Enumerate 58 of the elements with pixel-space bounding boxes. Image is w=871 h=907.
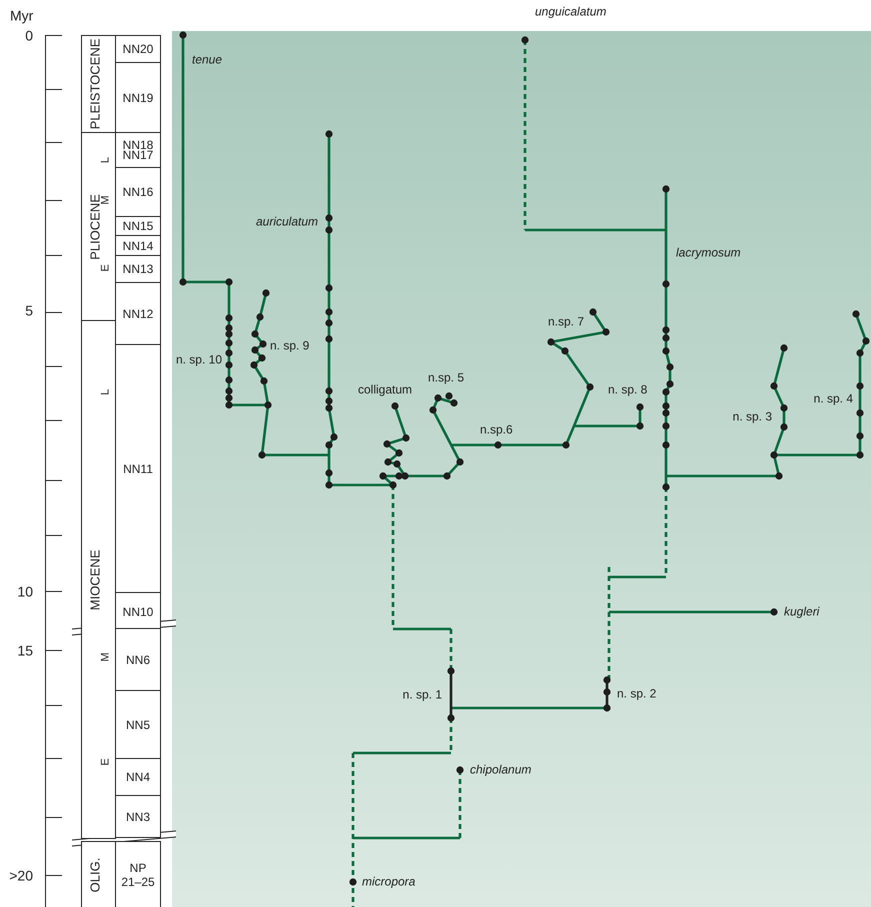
- species-name: kugleri: [784, 606, 820, 618]
- zone-name: NN18: [122, 140, 154, 150]
- epoch-name: MIOCENE: [88, 549, 102, 610]
- zone-cell: [115, 592, 161, 631]
- zone-cell: [115, 795, 161, 838]
- species-name: n. sp. 8: [608, 384, 648, 396]
- species-name: tenue: [192, 54, 222, 66]
- species-name: n. sp. 3: [732, 410, 772, 424]
- zone-name: NN10: [122, 606, 154, 616]
- epoch-name: PLEISTOCENE: [88, 38, 102, 130]
- axis-label: 0: [25, 30, 33, 42]
- zone-name: NN19: [122, 90, 154, 104]
- zone-name: NN5: [124, 718, 151, 732]
- axis-label: 10: [17, 586, 33, 598]
- species-name: n. sp. 4: [814, 392, 853, 406]
- species-name: n.sp. 5: [428, 372, 464, 384]
- species-name: lacrymosum: [676, 246, 741, 260]
- axis-label: Myr: [10, 10, 34, 22]
- zone-name: NN20: [122, 44, 154, 54]
- axis-label: >20: [9, 870, 33, 882]
- zone-cell: [115, 35, 161, 63]
- epoch-name: OLIG.: [88, 857, 102, 892]
- epoch-cell: [81, 35, 116, 133]
- zone-name: NN6: [124, 652, 151, 666]
- zone-name: NN17: [122, 150, 154, 160]
- zone-name: NN16: [122, 185, 154, 199]
- zone-name: NN13: [122, 264, 154, 274]
- axis-label: 5: [25, 304, 33, 318]
- epoch-cell: [81, 841, 116, 907]
- subepoch-label: L: [100, 156, 112, 164]
- species-name: n.sp. 7: [548, 316, 584, 328]
- epoch-name: PLIOCENE: [88, 194, 102, 260]
- zone-name: NN4: [126, 772, 150, 782]
- subepoch-label: E: [100, 264, 112, 272]
- zone-name: NN3: [124, 810, 151, 824]
- species-name: n. sp. 2: [617, 688, 656, 700]
- species-name: unguicalatum: [535, 6, 606, 18]
- subepoch-label: L: [100, 388, 112, 396]
- zone-cell: [115, 628, 161, 691]
- zone-cell: [115, 841, 161, 907]
- zone-name: NN12: [122, 306, 154, 320]
- zone-name: NP 21–25: [121, 860, 155, 888]
- species-name: colligatum: [358, 384, 412, 396]
- species-name: n. sp. 10: [176, 354, 222, 366]
- zone-name: NN15: [122, 221, 154, 231]
- epoch-cell: [81, 132, 116, 321]
- species-name: auriculatum: [256, 216, 318, 228]
- species-name: chipolanum: [470, 764, 532, 776]
- subepoch-label: M: [100, 195, 112, 205]
- subepoch-label: E: [100, 758, 112, 766]
- species-name: n.sp.6: [480, 424, 513, 436]
- species-name: n. sp. 9: [270, 340, 310, 352]
- zone-name: NN14: [122, 240, 154, 250]
- species-name: micropora: [362, 876, 416, 888]
- zone-name: NN11: [122, 462, 154, 476]
- axis-label: 15: [17, 644, 33, 658]
- species-name: n. sp. 1: [402, 688, 442, 702]
- subepoch-label: M: [100, 652, 112, 662]
